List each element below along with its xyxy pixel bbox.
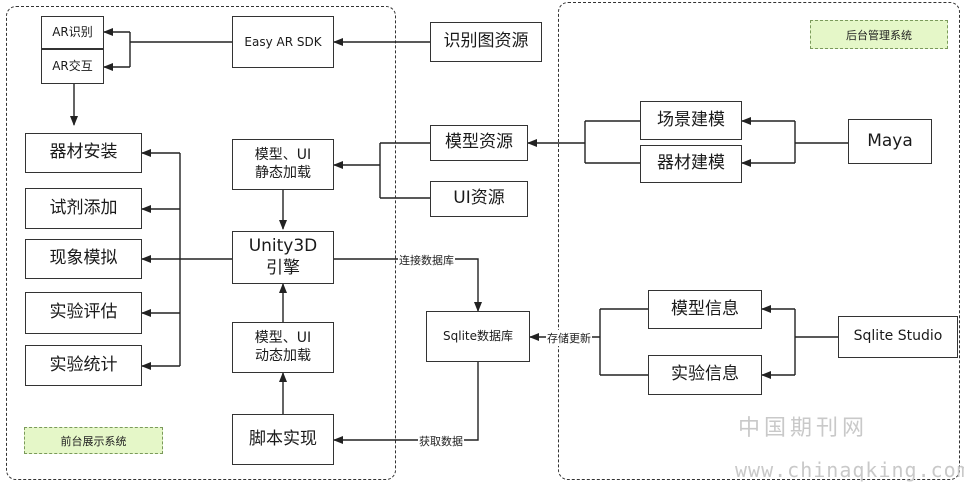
- connect-db-label: 连接数据库: [398, 252, 455, 268]
- sqlite-studio-node: Sqlite Studio: [838, 316, 958, 358]
- sqlite-db-node: Sqlite数据库: [426, 311, 530, 362]
- model-resource-node: 模型资源: [430, 125, 528, 161]
- recognition-resource-node: 识别图资源: [430, 22, 542, 62]
- unity-engine-node: Unity3D 引擎: [232, 231, 334, 284]
- ar-interaction-node: AR交互: [41, 49, 104, 84]
- fetch-data-label: 获取数据: [418, 433, 464, 449]
- script-impl-node: 脚本实现: [232, 414, 334, 465]
- equipment-install-node: 器材安装: [25, 133, 142, 173]
- experiment-stats-node: 实验统计: [25, 345, 142, 386]
- model-info-node: 模型信息: [648, 290, 762, 329]
- experiment-eval-node: 实验评估: [25, 292, 142, 334]
- phenomenon-sim-node: 现象模拟: [25, 239, 142, 279]
- ar-recognition-node: AR识别: [41, 16, 104, 49]
- frontend-region: [6, 6, 396, 480]
- maya-node: Maya: [848, 119, 932, 164]
- backend-region: [558, 2, 960, 480]
- watermark-url: www.chinaqking.com: [735, 458, 964, 482]
- scene-modeling-node: 场景建模: [640, 101, 742, 140]
- reagent-add-node: 试剂添加: [25, 188, 142, 229]
- ui-resource-node: UI资源: [430, 181, 528, 217]
- watermark-cn: 中国期刊网: [738, 416, 869, 441]
- dynamic-load-node: 模型、UI 动态加载: [232, 322, 334, 373]
- store-update-label: 存储更新: [546, 330, 592, 346]
- experiment-info-node: 实验信息: [648, 355, 762, 395]
- backend-label: 后台管理系统: [810, 20, 948, 49]
- static-load-node: 模型、UI 静态加载: [232, 139, 334, 190]
- easy-ar-sdk-node: Easy AR SDK: [232, 16, 334, 68]
- equipment-modeling-node: 器材建模: [640, 145, 742, 183]
- frontend-label: 前台展示系统: [24, 427, 163, 454]
